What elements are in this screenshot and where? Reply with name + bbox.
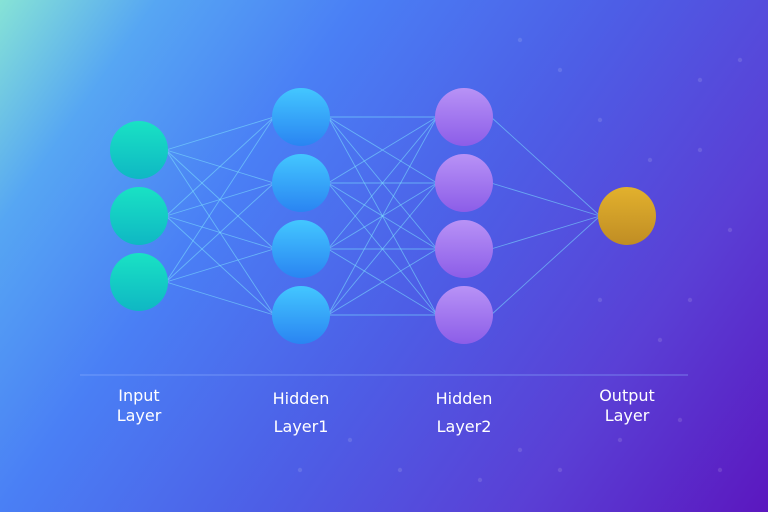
background-dot	[397, 467, 403, 473]
neuron-hidden2-3	[435, 220, 493, 278]
label-input-layer-line2: Layer	[116, 406, 162, 425]
neuron-hidden1-1	[272, 88, 330, 146]
background-dot	[657, 337, 663, 343]
background-dot	[347, 437, 353, 443]
background-dot	[737, 57, 743, 63]
connection-line	[327, 182, 438, 316]
neuron-input-1	[110, 121, 168, 179]
connection-line	[165, 182, 275, 283]
connection-line	[490, 182, 601, 217]
neuron-output-1	[598, 187, 656, 245]
neuron-hidden1-3	[272, 220, 330, 278]
background-dot	[647, 157, 653, 163]
connection-line	[165, 281, 275, 316]
label-input-layer-line1: Input	[118, 386, 160, 405]
background-dot	[477, 477, 483, 483]
neuron-input-2	[110, 187, 168, 245]
background-dot	[297, 467, 303, 473]
connection-line	[165, 248, 275, 283]
background-dot	[687, 297, 693, 303]
background-dot	[617, 437, 623, 443]
connection-line	[490, 215, 601, 316]
background-dot	[677, 417, 683, 423]
background-dot	[597, 297, 603, 303]
connections	[165, 116, 601, 316]
background-dot	[727, 227, 733, 233]
label-hidden-layer1: Hidden Layer1	[273, 389, 330, 437]
background-dot	[717, 467, 723, 473]
connection-line	[490, 116, 601, 217]
connection-line	[165, 116, 275, 283]
label-hidden-layer2: Hidden Layer2	[436, 389, 493, 437]
neuron-input-3	[110, 253, 168, 311]
connection-line	[165, 116, 275, 151]
neuron-hidden1-4	[272, 286, 330, 344]
label-output-layer-line1: Output	[599, 386, 655, 405]
label-output-layer-line2: Layer	[604, 406, 650, 425]
neuron-hidden2-4	[435, 286, 493, 344]
neuron-hidden2-2	[435, 154, 493, 212]
background-dot	[557, 67, 563, 73]
neuron-hidden2-1	[435, 88, 493, 146]
connection-line	[327, 116, 438, 184]
background-dot	[517, 447, 523, 453]
connection-line	[327, 248, 438, 316]
label-hidden-layer1-line1: Hidden	[272, 389, 330, 408]
label-input-layer: Input Layer	[117, 386, 162, 426]
background-dot	[557, 467, 563, 473]
label-hidden-layer1-line2: Layer1	[273, 417, 329, 436]
background-dot	[697, 77, 703, 83]
connection-line	[327, 116, 438, 250]
background-dot	[697, 147, 703, 153]
label-hidden-layer2-line1: Hidden	[435, 389, 493, 408]
background-dot	[517, 37, 523, 43]
background-dot	[597, 117, 603, 123]
label-hidden-layer2-line2: Layer2	[436, 417, 492, 436]
neuron-hidden1-2	[272, 154, 330, 212]
connection-line	[327, 116, 438, 316]
connection-line	[490, 215, 601, 250]
background-dots	[297, 37, 743, 483]
label-output-layer: Output Layer	[599, 386, 655, 426]
connection-line	[165, 116, 275, 217]
neurons	[110, 88, 656, 344]
